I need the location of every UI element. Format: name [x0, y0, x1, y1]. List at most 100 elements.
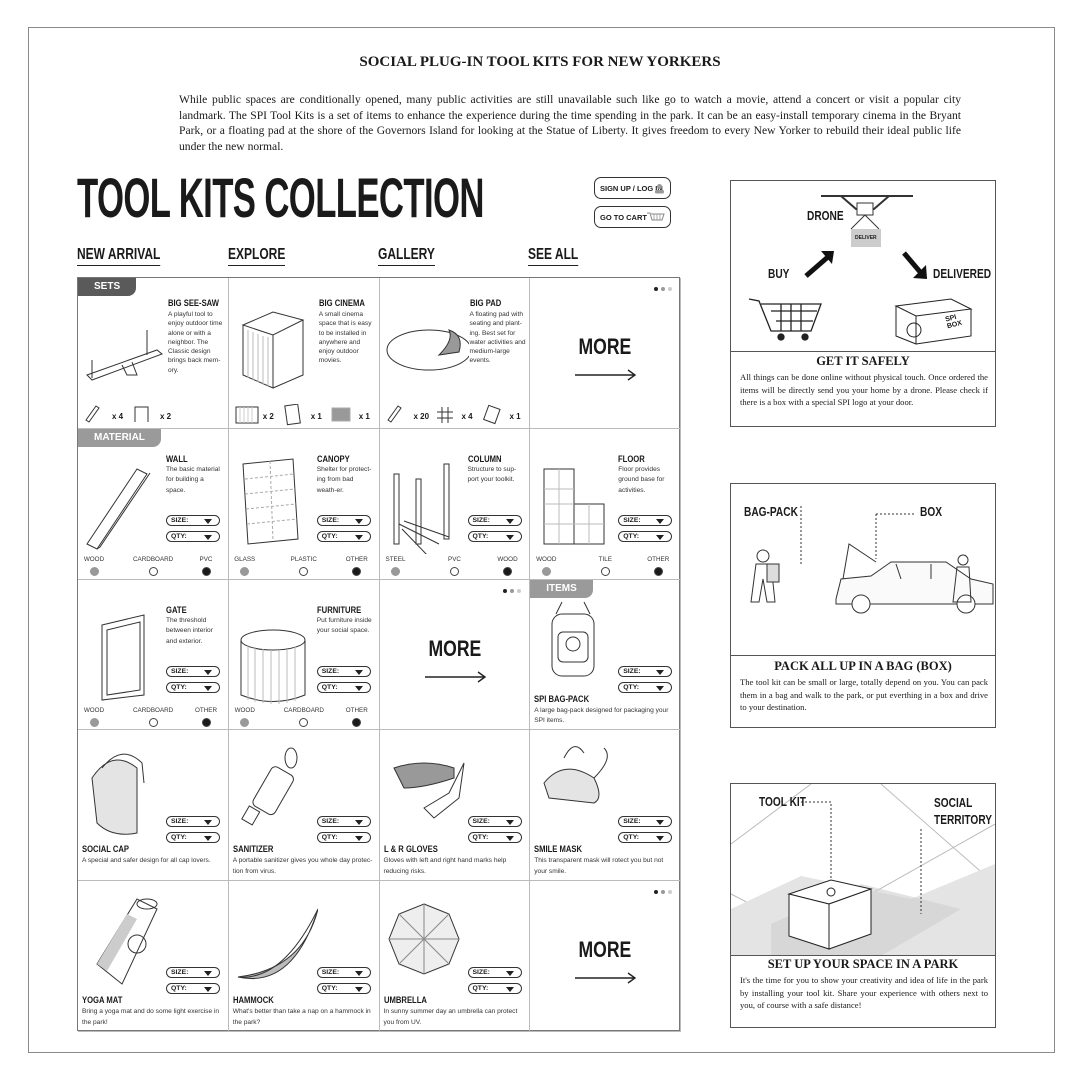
- material-option[interactable]: WOOD: [78, 707, 114, 727]
- material-option-label: PVC: [199, 555, 213, 563]
- size-dropdown[interactable]: SIZE:: [166, 514, 220, 526]
- carousel-dots[interactable]: [654, 890, 672, 895]
- buy-label: BUY: [768, 266, 790, 281]
- material-option[interactable]: GLASS: [229, 556, 265, 576]
- material-radio[interactable]: [600, 566, 610, 576]
- material-option[interactable]: OTHER: [638, 556, 678, 576]
- qty-dropdown[interactable]: QTY:: [316, 832, 371, 844]
- material-option[interactable]: OTHER: [186, 707, 226, 727]
- qty-dropdown[interactable]: QTY:: [467, 983, 522, 995]
- nav-explore[interactable]: EXPLORE: [228, 246, 286, 266]
- material-option[interactable]: OTHER: [337, 556, 377, 576]
- material-radio[interactable]: [299, 566, 309, 576]
- size-dropdown[interactable]: SIZE:: [166, 665, 220, 677]
- carousel-dot[interactable]: [503, 588, 508, 593]
- nav-gallery[interactable]: GALLERY: [378, 246, 435, 266]
- material-radio[interactable]: [240, 566, 250, 576]
- material-option[interactable]: WOOD: [229, 707, 265, 727]
- item-description: Structure to sup-port your toolkit.: [467, 465, 517, 484]
- material-radio[interactable]: [299, 717, 309, 727]
- carousel-dots[interactable]: [503, 588, 522, 593]
- size-dropdown[interactable]: SIZE:: [618, 514, 673, 526]
- material-radio[interactable]: [148, 566, 158, 576]
- more-card[interactable]: MORE: [530, 881, 681, 1032]
- size-dropdown[interactable]: SIZE:: [467, 816, 522, 828]
- size-dropdown[interactable]: SIZE:: [316, 514, 371, 526]
- material-radio[interactable]: [240, 717, 250, 727]
- material-option[interactable]: CARDBOARD: [284, 707, 324, 727]
- material-option[interactable]: WOOD: [78, 556, 114, 576]
- go-to-cart-button[interactable]: GO TO CART: [594, 206, 671, 228]
- material-radio[interactable]: [89, 717, 99, 727]
- more-card[interactable]: MORE: [530, 278, 681, 429]
- nav-new-arrival[interactable]: NEW ARRIVAL: [77, 246, 161, 266]
- size-dropdown[interactable]: SIZE:: [316, 665, 371, 677]
- material-radio[interactable]: [89, 566, 99, 576]
- material-option[interactable]: PVC: [435, 556, 475, 576]
- size-dropdown[interactable]: SIZE:: [618, 665, 673, 677]
- material-option[interactable]: OTHER: [337, 707, 377, 727]
- more-label[interactable]: MORE: [427, 635, 481, 661]
- size-dropdown[interactable]: SIZE:: [618, 816, 673, 828]
- qty-dropdown[interactable]: QTY:: [316, 681, 371, 693]
- material-option[interactable]: PVC: [186, 556, 226, 576]
- material-radio[interactable]: [148, 717, 158, 727]
- qty-dropdown[interactable]: QTY:: [316, 530, 371, 542]
- arrow-right-icon[interactable]: [575, 971, 637, 989]
- carousel-dots[interactable]: [654, 287, 672, 291]
- material-option[interactable]: WOOD: [488, 556, 528, 576]
- more-label[interactable]: MORE: [578, 937, 632, 963]
- qty-dropdown[interactable]: QTY:: [467, 832, 522, 844]
- column-illustration: [384, 449, 469, 559]
- gate-illustration: [82, 600, 167, 710]
- size-dropdown[interactable]: SIZE:: [166, 816, 220, 828]
- material-radio[interactable]: [450, 566, 459, 576]
- size-dropdown[interactable]: SIZE:: [467, 967, 522, 979]
- size-dropdown[interactable]: SIZE:: [166, 967, 220, 979]
- arrow-right-icon[interactable]: [575, 368, 637, 386]
- carousel-dot[interactable]: [654, 287, 658, 291]
- material-radio[interactable]: [352, 717, 362, 727]
- sign-up-login-button[interactable]: SIGN UP / LOG IN: [594, 177, 671, 199]
- material-option[interactable]: STEEL: [380, 556, 416, 576]
- size-dropdown[interactable]: SIZE:: [467, 514, 522, 526]
- material-radio[interactable]: [541, 566, 551, 576]
- more-card[interactable]: MORE: [379, 579, 531, 731]
- qty-dropdown[interactable]: QTY:: [618, 832, 673, 844]
- seesaw-illustration: [82, 290, 167, 400]
- size-dropdown[interactable]: SIZE:: [316, 967, 371, 979]
- carousel-dot[interactable]: [668, 287, 672, 291]
- carousel-dot[interactable]: [661, 890, 665, 895]
- carousel-dot[interactable]: [668, 890, 672, 895]
- carousel-dot[interactable]: [510, 588, 515, 593]
- part-count: x 2: [262, 411, 274, 421]
- material-option-label: TILE: [598, 555, 612, 563]
- material-option[interactable]: CARDBOARD: [133, 707, 173, 727]
- material-radio[interactable]: [201, 566, 211, 576]
- more-label[interactable]: MORE: [578, 334, 632, 359]
- qty-dropdown[interactable]: QTY:: [618, 530, 673, 542]
- qty-dropdown[interactable]: QTY:: [618, 681, 673, 693]
- qty-dropdown[interactable]: QTY:: [166, 530, 220, 542]
- qty-dropdown[interactable]: QTY:: [166, 983, 220, 995]
- material-radio[interactable]: [201, 717, 211, 727]
- material-radio[interactable]: [503, 566, 512, 576]
- material-radio[interactable]: [391, 566, 400, 576]
- arrow-right-icon[interactable]: [424, 670, 487, 688]
- qty-dropdown[interactable]: QTY:: [316, 983, 371, 995]
- qty-dropdown[interactable]: QTY:: [166, 681, 220, 693]
- material-radio[interactable]: [352, 566, 362, 576]
- material-option[interactable]: WOOD: [530, 556, 566, 576]
- carousel-dot[interactable]: [517, 588, 522, 593]
- material-option[interactable]: PLASTIC: [284, 556, 324, 576]
- qty-dropdown[interactable]: QTY:: [166, 832, 220, 844]
- material-option[interactable]: CARDBOARD: [133, 556, 173, 576]
- qty-dropdown[interactable]: QTY:: [467, 530, 522, 542]
- material-option[interactable]: TILE: [585, 556, 625, 576]
- material-radio[interactable]: [653, 566, 663, 576]
- carousel-dot[interactable]: [661, 287, 665, 291]
- carousel-dot[interactable]: [654, 890, 658, 895]
- size-dropdown[interactable]: SIZE:: [316, 816, 371, 828]
- nav-see-all[interactable]: SEE ALL: [528, 246, 579, 266]
